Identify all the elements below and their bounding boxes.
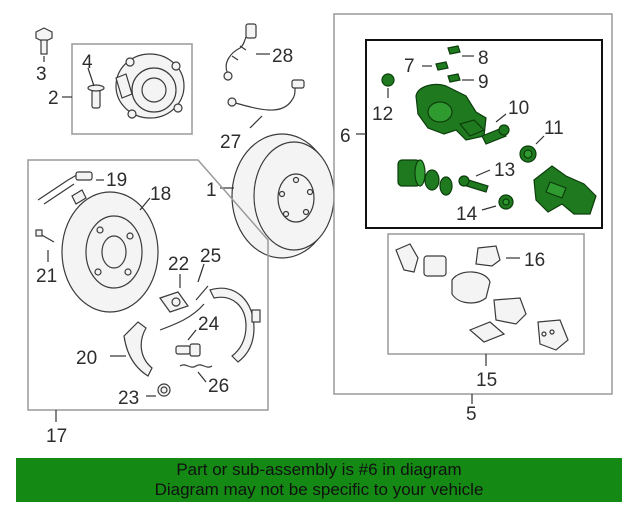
wheel-stud-part[interactable] (87, 84, 105, 109)
wheel-cylinder-part[interactable] (175, 343, 201, 357)
bleeder-screw-part[interactable] (435, 45, 461, 83)
callout-28[interactable]: 28 (272, 46, 293, 67)
shoe-retainer-part[interactable] (123, 321, 153, 377)
parts-diagram: 3 4 2 28 27 (27, 13, 613, 447)
callout-13[interactable]: 13 (494, 160, 515, 181)
footer-banner: Part or sub-assembly is #6 in diagram Di… (16, 458, 622, 502)
plug-part[interactable] (157, 383, 171, 397)
callout-16[interactable]: 16 (524, 250, 545, 271)
brake-shoe-part[interactable] (209, 287, 261, 363)
callout-1[interactable]: 1 (206, 180, 217, 201)
wheel-hub-part[interactable] (115, 53, 185, 119)
hub-bolt-part[interactable] (35, 27, 53, 55)
callout-25[interactable]: 25 (200, 246, 221, 267)
callout-24[interactable]: 24 (198, 314, 220, 335)
guide-pin-part[interactable] (481, 124, 510, 145)
return-spring-part[interactable] (179, 364, 213, 368)
callout-15[interactable]: 15 (476, 370, 497, 391)
backing-plate-group-box (27, 159, 269, 411)
guide-boot-part[interactable] (498, 194, 514, 210)
piston-part[interactable] (397, 159, 426, 187)
caliper-group-box (333, 13, 613, 395)
backing-plate-part[interactable] (61, 191, 159, 313)
footer-line-1: Part or sub-assembly is #6 in diagram (176, 460, 462, 479)
callout-11[interactable]: 11 (544, 118, 564, 139)
parking-lever-part[interactable] (159, 285, 209, 331)
callout-4[interactable]: 4 (82, 52, 93, 73)
callout-27[interactable]: 27 (220, 132, 241, 153)
adjuster-spring-part[interactable] (37, 171, 93, 205)
callout-18[interactable]: 18 (150, 184, 171, 205)
backing-plate-bolt-part[interactable] (35, 229, 55, 243)
caliper-plug-part[interactable] (381, 73, 395, 87)
callout-22[interactable]: 22 (168, 254, 189, 275)
caliper-bracket-part[interactable] (533, 165, 597, 215)
callout-19[interactable]: 19 (106, 170, 127, 191)
abs-sensor-part[interactable] (223, 23, 257, 81)
callout-21[interactable]: 21 (36, 266, 57, 287)
callout-20[interactable]: 20 (76, 348, 97, 369)
callout-17[interactable]: 17 (46, 426, 67, 447)
pin-boot-part[interactable] (519, 145, 537, 163)
piston-seal-part[interactable] (424, 169, 453, 196)
callout-26[interactable]: 26 (208, 376, 229, 397)
caliper-body-part[interactable] (415, 83, 487, 141)
callout-9[interactable]: 9 (478, 72, 489, 93)
hub-assembly-box (71, 43, 193, 135)
callout-23[interactable]: 23 (118, 388, 139, 409)
callout-14[interactable]: 14 (456, 204, 478, 225)
guide-bolt-part[interactable] (458, 175, 489, 193)
callout-12[interactable]: 12 (372, 104, 393, 125)
brake-rotor-part[interactable] (231, 133, 335, 259)
callout-7[interactable]: 7 (404, 56, 415, 77)
callout-5[interactable]: 5 (466, 404, 477, 425)
callout-10[interactable]: 10 (508, 98, 529, 119)
brake-hose-part[interactable] (227, 79, 305, 111)
footer-line-2: Diagram may not be specific to your vehi… (154, 480, 484, 499)
pad-kit-part[interactable] (395, 243, 569, 351)
callout-3[interactable]: 3 (36, 64, 47, 85)
callout-2[interactable]: 2 (48, 88, 59, 109)
callout-6[interactable]: 6 (340, 126, 351, 147)
callout-8[interactable]: 8 (478, 48, 489, 69)
